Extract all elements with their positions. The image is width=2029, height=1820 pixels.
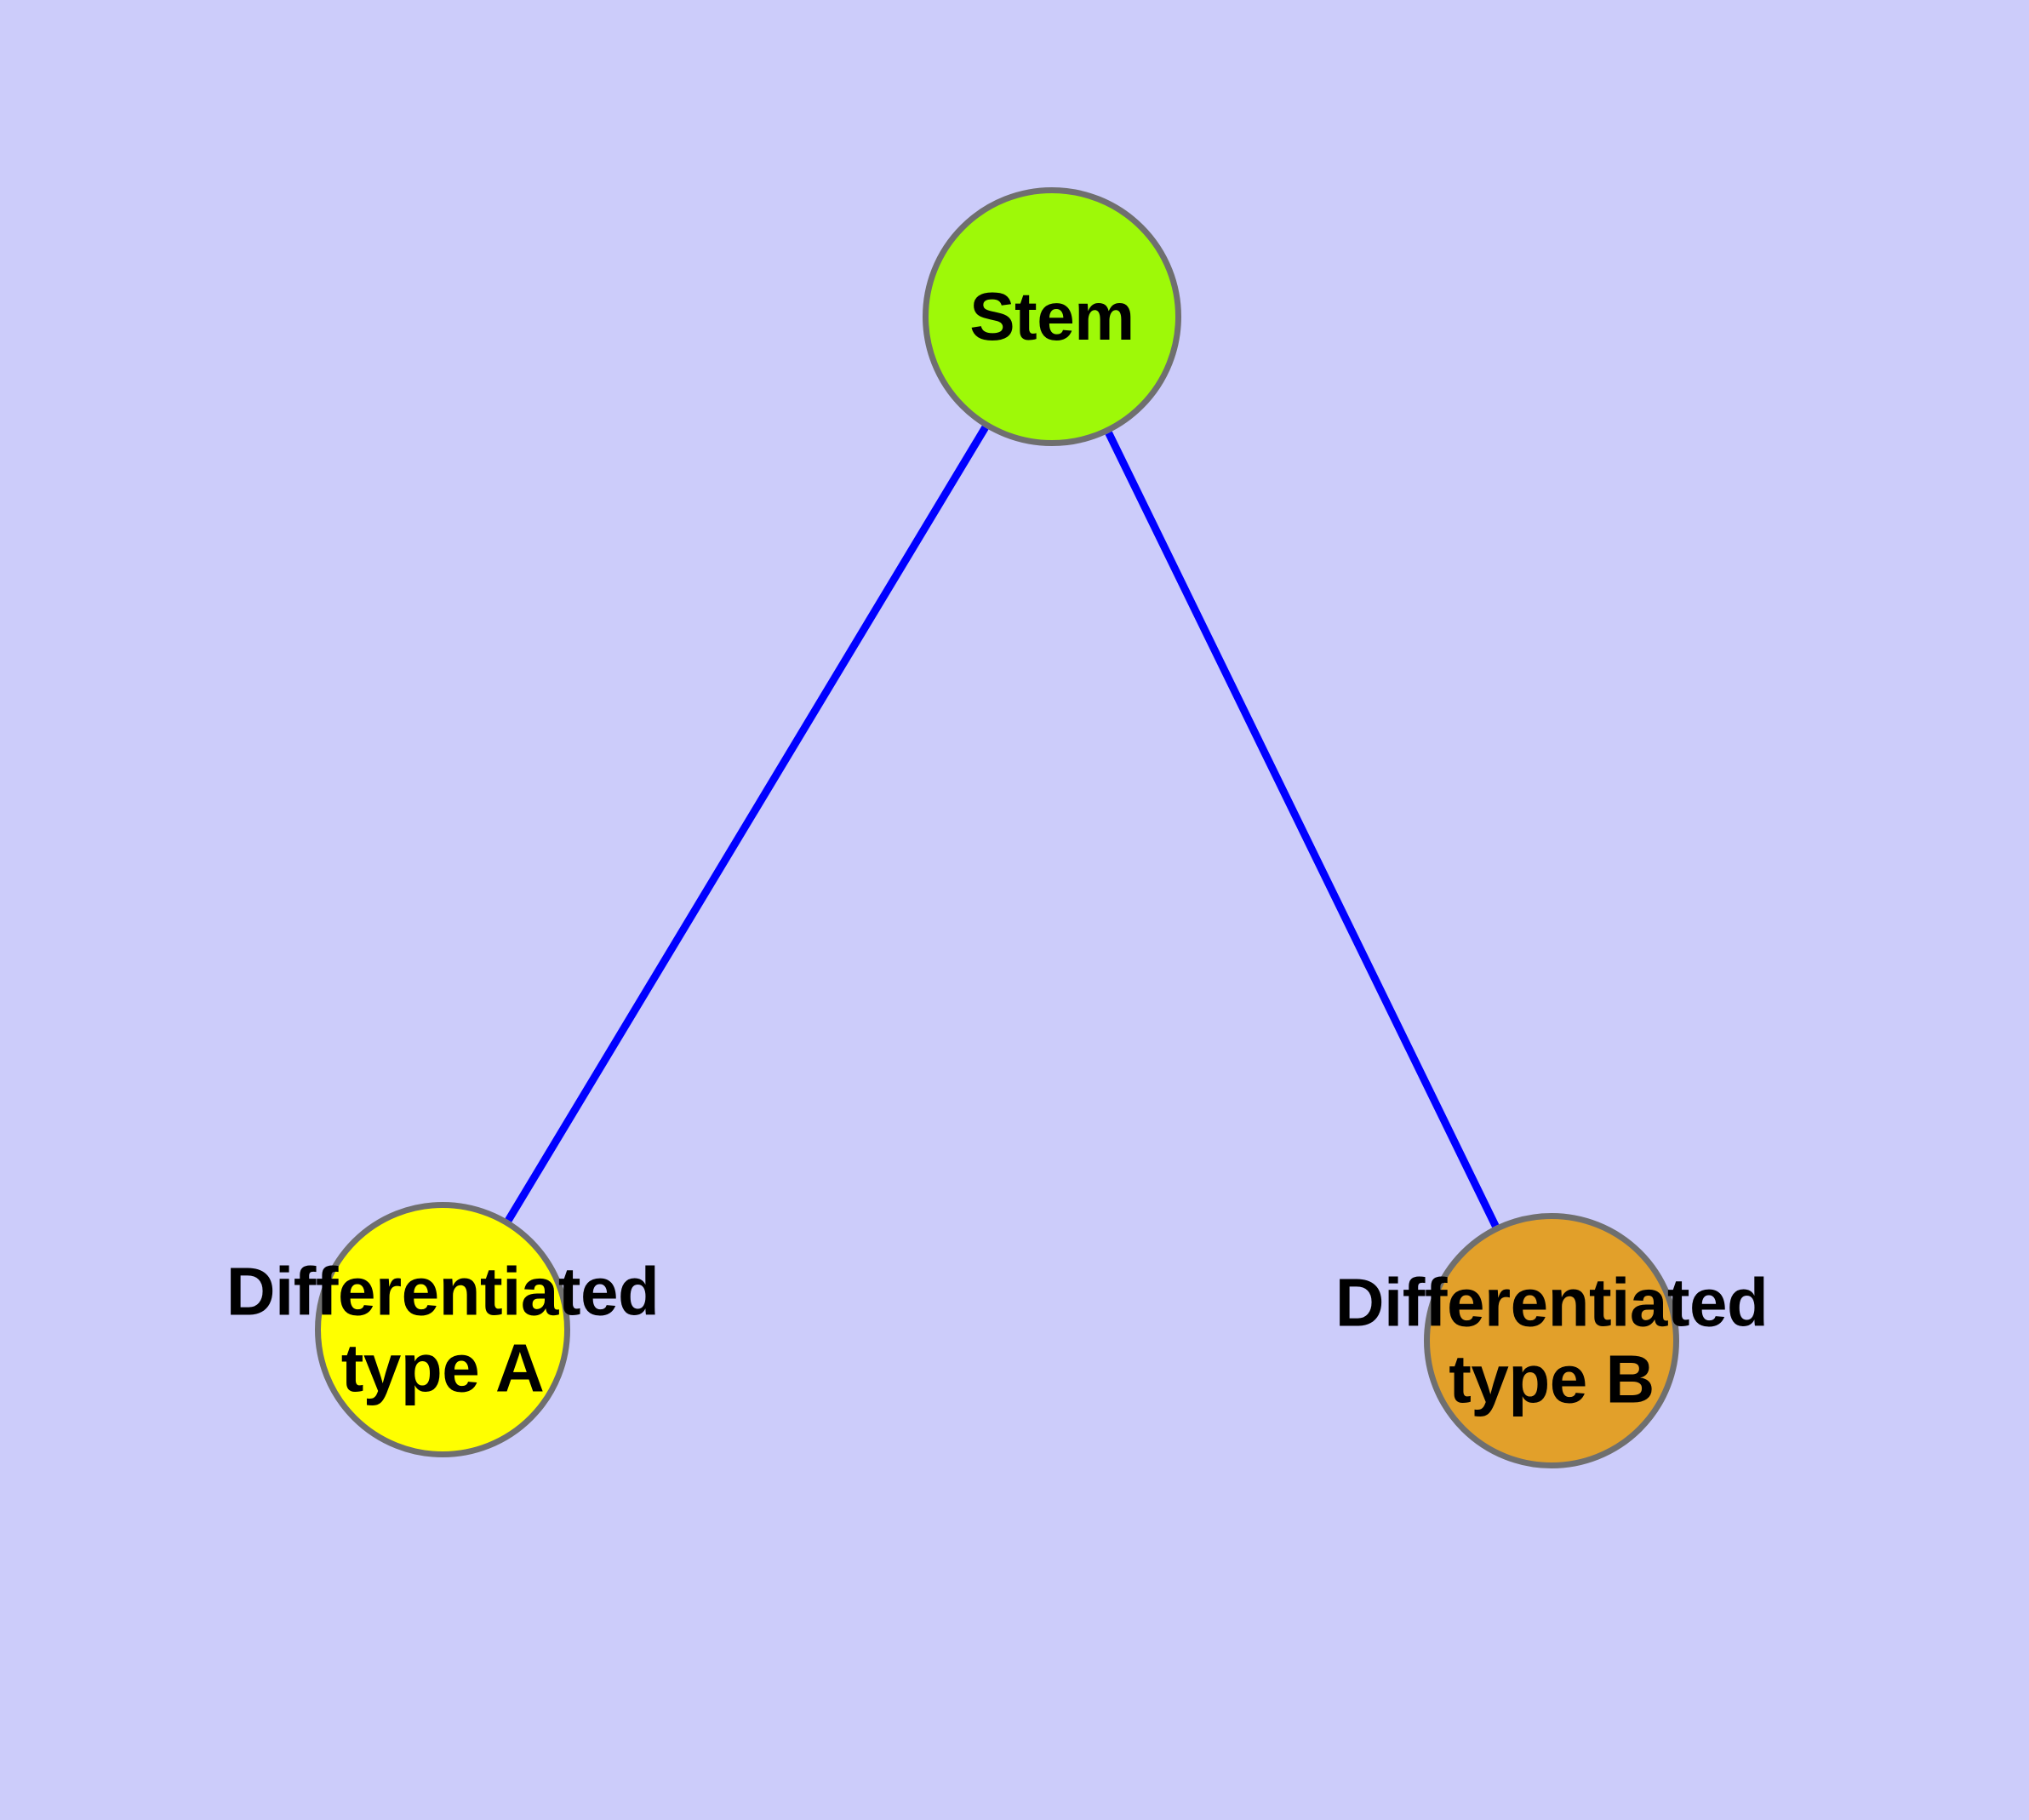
graph-node-stem-label: Stem (969, 278, 1135, 355)
graph-node-differentiated-type-b[interactable]: Differentiated type B (1335, 1213, 1769, 1468)
graph-node-stem[interactable]: Stem (923, 187, 1181, 446)
graph-edge-stem-to-diff-a (505, 425, 989, 1222)
graph-node-differentiated-type-b-label: Differentiated type B (1335, 1264, 1769, 1417)
graph-edge-stem-to-diff-b (1105, 431, 1500, 1228)
graph-node-differentiated-type-a-label: Differentiated type A (226, 1253, 660, 1405)
graph-node-differentiated-type-a[interactable]: Differentiated type A (226, 1202, 660, 1457)
